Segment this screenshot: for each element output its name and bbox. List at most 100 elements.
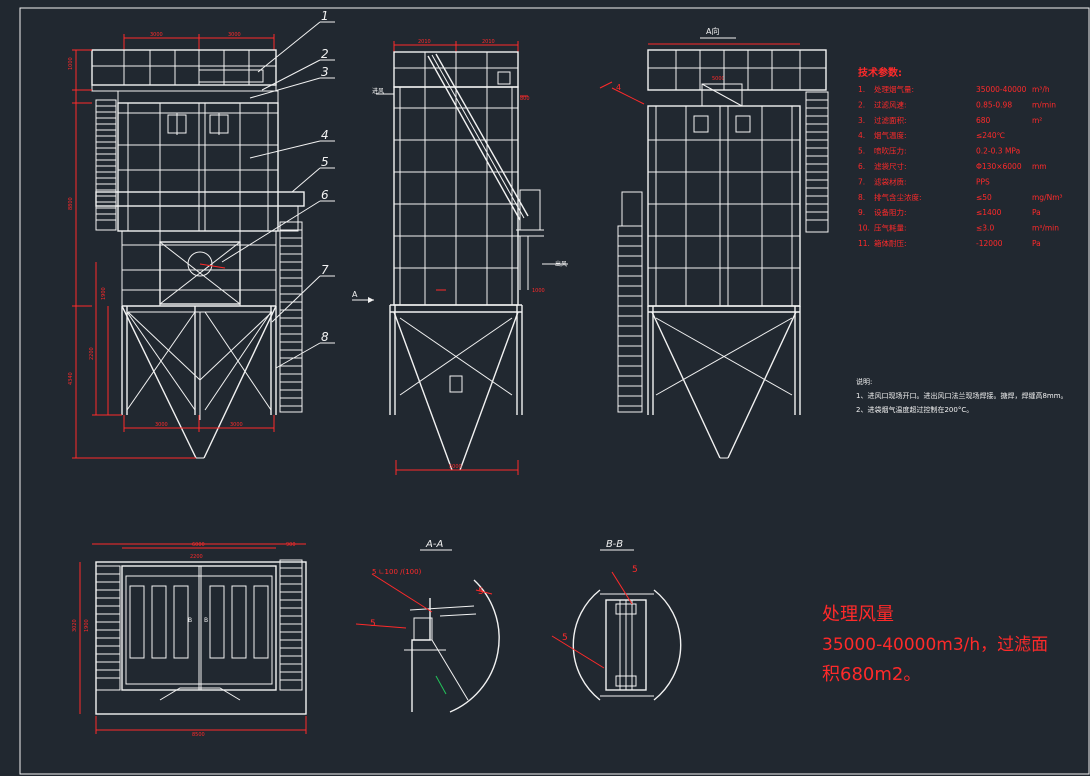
tech-row-11-name: 箱体耐压: [874,238,907,248]
dim-plan-top3: 900 [286,542,296,548]
view-a: A向 5000 [599,26,829,459]
dim-left-h5: 1900 [101,287,107,300]
weld-bb-left: 5 [562,633,568,643]
tech-row-10-unit: m³/min [1032,224,1059,233]
section-bb-title: B-B [606,539,623,550]
tech-row-11-num: 11. [858,239,870,248]
section-aa-title: A-A [425,539,443,550]
label-air-out: 出风 [555,260,567,268]
tech-row-10-value: ≤3.0 [976,224,994,233]
tech-row-6-num: 6. [858,162,865,171]
capacity-note-line-1: 处理风量 [822,604,894,625]
notes-block: 说明: 1、进风口现场开口。进出风口法兰现场焊接。搪焊，焊缝高8mm。 2、进袋… [856,377,1068,414]
dim-left-h1: 1000 [68,57,74,70]
tech-row-11-value: -12000 [976,239,1003,248]
tech-row-7-value: PPS [976,177,990,186]
tech-row-2-value: 0.85-0.98 [976,100,1012,109]
svg-text:B: B [188,617,192,624]
dim-front-top-right: 3000 [228,32,241,38]
callout-5: 5 [321,155,329,169]
callout-7: 7 [321,263,329,277]
dim-side-mid: 1000 [532,288,545,294]
weld-aa-left: 5 [370,619,376,629]
weld-aa-right: 5 [478,587,484,597]
dim-side-inlet: 800 [520,96,530,102]
plan-view: 6000 2200 900 B B 85 [72,542,307,738]
tech-row-3-value: 680 [976,116,991,125]
tech-row-9-unit: Pa [1032,208,1041,217]
dim-viewa-top: 5000 [712,76,725,82]
tech-row-2-name: 过滤风速: [874,99,907,109]
tech-row-8-name: 排气含尘浓度: [874,192,922,202]
label-arrow-a: A [352,290,358,299]
dim-plan-top1: 6000 [192,542,205,548]
dim-side-top-left: 2010 [418,39,431,45]
tech-row-6-name: 滤袋尺寸: [874,161,907,171]
front-view: 3000 3000 [68,9,335,459]
tech-row-10-num: 10. [858,224,870,233]
tech-row-1-num: 1. [858,85,865,94]
tech-row-4-num: 4. [858,131,865,140]
dim-front-bottom-left: 3000 [155,422,168,428]
dim-plan-left2: 1900 [84,619,90,632]
notes-line-2: 2、进袋烟气温度超过控制在200°C。 [856,405,973,414]
side-view: 2010 2010 [352,39,568,475]
tech-title: 技术参数: [858,66,902,79]
tech-row-8-unit: mg/Nm³ [1032,193,1063,202]
tech-row-3-name: 过滤面积: [874,115,907,125]
tech-row-3-unit: m² [1032,116,1042,125]
svg-text:B: B [204,617,208,624]
capacity-note-line-3: 积680m2。 [822,664,921,685]
tech-row-8-value: ≤50 [976,193,992,202]
dim-plan-left1: 3020 [72,619,78,632]
dim-front-bottom-right: 3000 [230,422,243,428]
tech-row-9-name: 设备阻力: [874,207,907,217]
tech-row-2-unit: m/min [1032,100,1056,109]
tech-row-4-value: ≤240℃ [976,131,1005,140]
callout-6: 6 [321,188,329,202]
dim-plan-bottom: 8500 [192,732,205,738]
tech-row-1-name: 处理烟气量: [874,84,914,94]
section-b-b: B-B 5 5 [551,539,682,701]
sheet-border [19,7,1090,775]
tech-row-1-value: 35000-40000 [976,85,1027,94]
dim-front-top-left: 3000 [150,32,163,38]
dim-left-h2: 8800 [68,197,74,210]
notes-line-1: 1、进风口现场开口。进出风口法兰现场焊接。搪焊，焊缝高8mm。 [856,391,1068,400]
weld-aa-top: 5 ∟100 /(100) [372,568,422,576]
label-air-in: 进风 [372,87,384,95]
tech-row-6-value: Φ130×6000 [976,162,1022,171]
tech-row-10-name: 压气耗量: [874,223,907,233]
view-a-title: A向 [706,26,719,36]
dim-plan-top2: 2200 [190,554,203,560]
tech-row-4-name: 烟气温度: [874,130,907,140]
section-a-a: A-A 5 ∟100 /(100) 5 5 [355,539,500,713]
callout-2: 2 [321,47,329,61]
tech-row-11-unit: Pa [1032,239,1041,248]
tech-spec-table: 技术参数: 1. 处理烟气量: 35000-40000 m³/h 2. 过滤风速: 0.85… [858,66,1063,248]
callout-3: 3 [321,65,329,79]
tech-row-3-num: 3. [858,116,865,125]
notes-title: 说明: [856,377,872,386]
tech-row-1-unit: m³/h [1032,85,1050,94]
tech-row-9-value: ≤1400 [976,208,1002,217]
dim-side-bottom: 5000 [449,464,462,470]
callout-1: 1 [321,9,329,23]
callout-8: 8 [321,330,329,344]
tech-row-8-num: 8. [858,193,865,202]
weld-view-a: 4 [616,83,621,92]
tech-row-2-num: 2. [858,100,865,109]
dim-left-h3: 4340 [68,372,74,385]
dim-side-top-right: 2010 [482,39,495,45]
tech-row-7-num: 7. [858,177,865,186]
capacity-note-line-2: 35000-40000m3/h，过滤面 [822,635,1048,655]
tech-row-6-unit: mm [1032,162,1047,171]
tech-row-5-num: 5. [858,147,865,156]
callout-4: 4 [321,128,329,142]
weld-bb-top: 5 [632,565,638,575]
tech-row-7-name: 滤袋材质: [874,176,907,186]
tech-row-5-name: 喷吹压力: [874,146,907,156]
tech-row-9-num: 9. [858,208,865,217]
capacity-note: 处理风量 35000-40000m3/h，过滤面 积680m2。 [822,604,1048,685]
